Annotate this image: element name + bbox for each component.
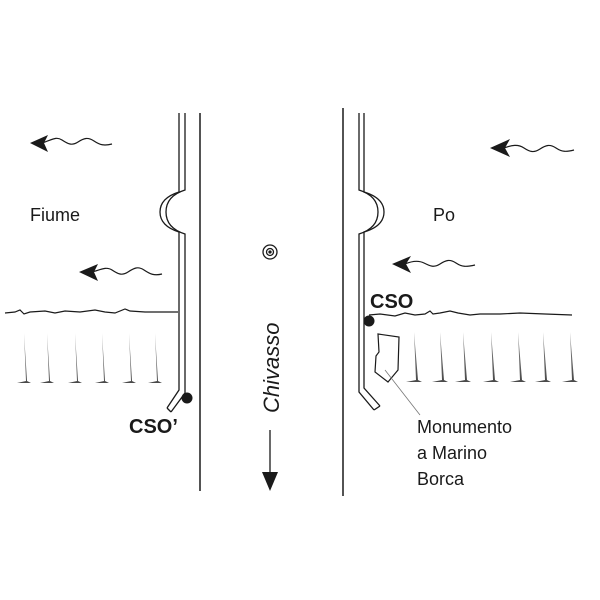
spike-tree-icon	[510, 332, 526, 382]
flow-arrow-top-left	[30, 135, 113, 152]
monument-leader-line	[384, 369, 421, 416]
monument-label-line1: Monumento	[417, 417, 512, 437]
right-shoreline	[368, 310, 573, 317]
spike-tree-icon	[40, 333, 54, 383]
arrow-down-icon	[262, 430, 278, 491]
spike-tree-icon	[406, 332, 422, 382]
right-embankment	[358, 113, 385, 411]
spike-tree-icon	[535, 332, 551, 382]
trees-right	[406, 332, 578, 382]
town-label: Chivasso	[259, 323, 284, 413]
spike-tree-icon	[562, 332, 578, 382]
monument-label-line3: Borca	[417, 469, 465, 489]
monument-outline	[374, 333, 400, 383]
flow-arrow-mid-left	[79, 264, 163, 281]
cso-right-label: CSO	[370, 291, 413, 313]
cso-left-label: CSO’	[129, 416, 178, 438]
river-label-left: Fiume	[30, 205, 80, 225]
wavy-arrow-left-icon	[404, 259, 476, 267]
trees-left	[17, 333, 162, 383]
spike-tree-icon	[432, 332, 448, 382]
spike-tree-icon	[483, 332, 499, 382]
cso-left-point	[181, 392, 193, 404]
river-label-right: Po	[433, 205, 455, 225]
cso-right-point	[363, 315, 375, 327]
flow-arrow-mid-right	[392, 256, 476, 273]
wavy-arrow-left-icon	[91, 267, 163, 276]
spike-tree-icon	[95, 333, 109, 383]
spike-tree-icon	[148, 333, 162, 383]
left-embankment	[159, 113, 186, 413]
monument-label-line2: a Marino	[417, 443, 487, 463]
wavy-arrow-left-icon	[41, 137, 113, 146]
flow-arrow-top-right	[490, 139, 575, 157]
spike-tree-icon	[122, 333, 136, 383]
wavy-arrow-left-icon	[503, 144, 575, 153]
left-shoreline	[4, 308, 178, 315]
spike-tree-icon	[68, 333, 82, 383]
spike-tree-icon	[17, 333, 31, 383]
concentric-circle-icon	[262, 244, 278, 260]
spike-tree-icon	[455, 332, 471, 382]
